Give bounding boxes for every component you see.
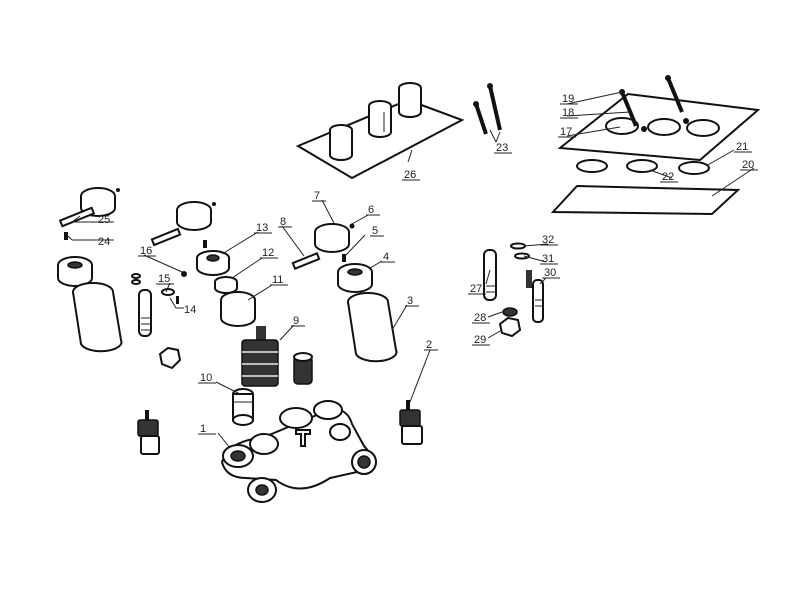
label-6: 6 — [368, 204, 374, 216]
label-17: 17 — [560, 126, 572, 138]
part-30-threaded-pipe — [526, 270, 544, 323]
part-8-pin — [291, 252, 321, 270]
part-10-cartridge-valve — [232, 388, 254, 426]
part-14-16-small-fittings — [131, 271, 187, 337]
part-6-screw — [349, 223, 355, 229]
label-19: 19 — [562, 93, 574, 105]
part-20-gasket — [550, 184, 741, 216]
label-10: 10 — [200, 372, 212, 384]
label-7: 7 — [314, 190, 320, 202]
label-22: 22 — [662, 171, 674, 183]
left-stop-valve — [137, 410, 160, 455]
left-sleeve-tube — [72, 282, 123, 353]
label-31: 31 — [542, 253, 554, 265]
part-11-sleeve — [220, 291, 256, 327]
label-30: 30 — [544, 267, 556, 279]
label-13: 13 — [256, 222, 268, 234]
label-29: 29 — [474, 334, 486, 346]
part-17-top-plate — [557, 92, 761, 162]
part-9-thermostatic-cartridge — [241, 326, 313, 387]
label-15: 15 — [158, 273, 170, 285]
part-5-pin — [342, 254, 346, 262]
label-20: 20 — [742, 159, 754, 171]
part-12-ring — [214, 276, 238, 294]
part-3-sleeve-tube — [347, 292, 398, 363]
part-1-valve-body — [220, 400, 377, 503]
label-14: 14 — [184, 304, 196, 316]
part-23-bolts — [473, 83, 502, 135]
label-24: 24 — [98, 236, 110, 248]
label-25: 25 — [98, 214, 110, 226]
hex-nut-left — [158, 346, 182, 370]
callout-labels: 1 2 3 4 5 6 7 8 9 10 11 12 13 14 15 16 1… — [72, 93, 758, 435]
part-13-cap-and-pin — [150, 201, 230, 276]
label-2: 2 — [426, 339, 432, 351]
label-28: 28 — [474, 312, 486, 324]
part-4-cartridge-cap — [337, 263, 373, 293]
part-28-washer — [502, 307, 518, 317]
part-2-stop-valve — [399, 400, 423, 445]
leader-lines — [67, 91, 755, 449]
label-9: 9 — [293, 315, 299, 327]
label-23: 23 — [496, 142, 508, 154]
label-3: 3 — [407, 295, 413, 307]
label-12: 12 — [262, 247, 274, 259]
label-5: 5 — [372, 225, 378, 237]
part-24-cartridge-cap — [57, 256, 93, 287]
part-7-cap — [314, 223, 350, 253]
label-21: 21 — [736, 141, 748, 153]
label-16: 16 — [140, 245, 152, 257]
part-29-hex-nut — [498, 316, 522, 338]
label-26: 26 — [404, 169, 416, 181]
part-26-plate-with-cylinders — [295, 82, 465, 180]
part-25-cap-and-pin — [58, 187, 120, 240]
part-31-32-washers — [510, 242, 530, 260]
label-27: 27 — [470, 283, 482, 295]
label-1: 1 — [200, 423, 206, 435]
label-32: 32 — [542, 234, 554, 246]
part-21-22-o-rings — [576, 159, 710, 175]
label-18: 18 — [562, 107, 574, 119]
label-8: 8 — [280, 216, 286, 228]
part-18-19-screws — [619, 75, 684, 127]
part-27-pipe-fitting — [483, 249, 497, 301]
label-4: 4 — [383, 251, 389, 263]
label-11: 11 — [272, 274, 283, 286]
